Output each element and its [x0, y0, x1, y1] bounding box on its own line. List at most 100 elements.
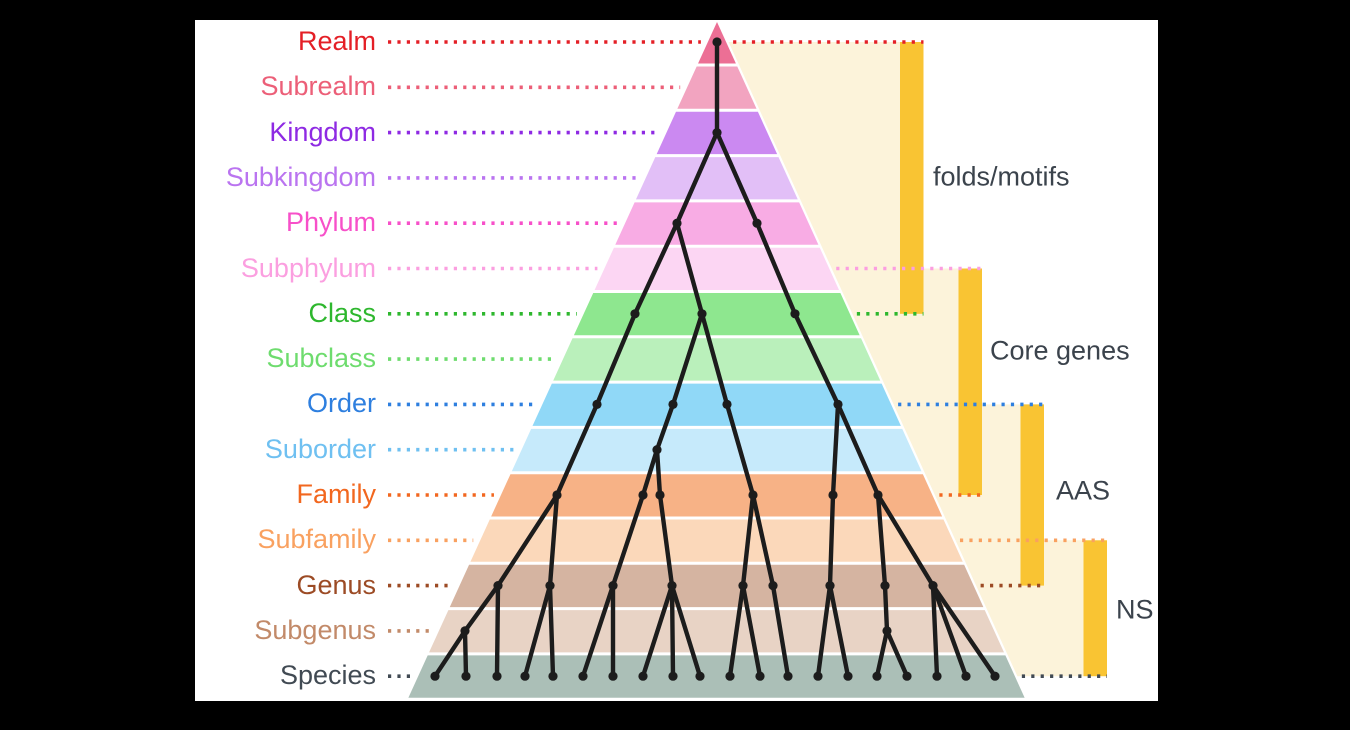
tree-node [755, 671, 765, 681]
tree-branch [580, 583, 616, 679]
tree-node [655, 490, 665, 500]
tree-node [828, 490, 838, 500]
scale-bar-aas [1020, 404, 1044, 586]
tree-branch [884, 628, 910, 679]
tree-node [790, 309, 800, 319]
tree-branch [827, 583, 851, 679]
tree-node [752, 218, 762, 228]
pyramid-band-species [408, 655, 1025, 698]
pyramid-band-subgenus [429, 610, 1005, 653]
rank-label-species: Species [279, 660, 376, 691]
tree-branch [815, 583, 833, 679]
tree-branch [750, 492, 776, 588]
rank-label-class: Class [308, 297, 376, 328]
tree-branch [462, 628, 469, 679]
rank-label-phylum: Phylum [285, 207, 376, 238]
pyramid-band-family [491, 474, 943, 517]
tree-branch [740, 492, 756, 588]
tree-node [460, 626, 470, 636]
tree-branch [875, 492, 936, 588]
tree-node [990, 671, 1000, 681]
tree-branch [640, 447, 660, 498]
tree-node [608, 671, 618, 681]
tree-branch [882, 583, 890, 634]
pyramid-band-subfamily [470, 519, 963, 562]
tree-node [578, 671, 588, 681]
tree-branch [930, 583, 998, 679]
tree-node [545, 581, 555, 591]
tree-branch [432, 628, 468, 679]
tree-branch [930, 583, 969, 679]
tree-node [961, 671, 971, 681]
tree-node [552, 490, 562, 500]
tree-branch [494, 583, 501, 679]
pyramid-band-subphylum [594, 247, 840, 290]
tree-node [493, 581, 503, 591]
tree-node [873, 490, 883, 500]
rank-label-kingdom: Kingdom [269, 116, 376, 147]
rank-label-genus: Genus [296, 569, 376, 600]
tree-branch [930, 583, 940, 679]
tree-branch [835, 402, 881, 498]
tree-node [520, 671, 530, 681]
tree-node [668, 399, 678, 409]
pyramid-band-phylum [615, 202, 819, 245]
tree-branch [754, 220, 798, 316]
tree-branch [669, 583, 703, 679]
tree-node [768, 581, 778, 591]
tree-branch [669, 583, 676, 679]
bar-label-aas: AAS [1056, 475, 1111, 506]
pyramid-band-class [573, 293, 860, 336]
annotation-step-region-1 [728, 42, 924, 269]
tree-node [461, 671, 471, 681]
tree-node [880, 581, 890, 591]
tree-branch [827, 492, 836, 588]
tree-node [712, 128, 722, 138]
tree-branch [547, 492, 560, 588]
tree-node [882, 626, 892, 636]
tree-node [630, 309, 640, 319]
tree-branch [522, 583, 553, 679]
tree-node [668, 671, 678, 681]
tree-node [748, 490, 758, 500]
tree-branch [674, 220, 705, 316]
tree-node [667, 581, 677, 591]
tree-branch [462, 583, 501, 634]
tree-node [843, 671, 853, 681]
tree-branch [699, 311, 730, 407]
pyramid-band-subkingdom [635, 157, 798, 200]
tree-branch [554, 402, 600, 498]
tree-branch [875, 492, 888, 588]
bar-label-folds-motifs: folds/motifs [933, 161, 1070, 192]
rank-label-family: Family [296, 478, 377, 509]
rank-label-realm: Realm [297, 25, 376, 56]
pyramid-band-genus [449, 564, 984, 608]
rank-label-order: Order [306, 388, 376, 419]
tree-branch [724, 402, 756, 498]
tree-branch [657, 492, 675, 588]
tree-node [695, 671, 705, 681]
tree-branch [874, 628, 890, 679]
bar-label-core-genes: Core genes [990, 335, 1130, 366]
tree-node [722, 399, 732, 409]
tree-node [672, 218, 682, 228]
tree-node [638, 671, 648, 681]
tree-branch [727, 583, 746, 679]
tree-branch [740, 583, 763, 679]
tree-branch [632, 220, 680, 316]
rank-label-subphylum: Subphylum [240, 252, 376, 283]
tree-branch [495, 492, 560, 588]
rank-label-subkingdom: Subkingdom [225, 161, 376, 192]
pyramid-band-suborder [511, 428, 922, 472]
tree-node [430, 671, 440, 681]
scale-bar-folds-motifs [900, 42, 924, 314]
tree-node [592, 399, 602, 409]
tree-branch [547, 583, 556, 679]
tree-node [697, 309, 707, 319]
tree-branch [770, 583, 791, 679]
tree-node [902, 671, 912, 681]
tree-node [928, 581, 938, 591]
scale-bar-ns [1083, 540, 1107, 677]
